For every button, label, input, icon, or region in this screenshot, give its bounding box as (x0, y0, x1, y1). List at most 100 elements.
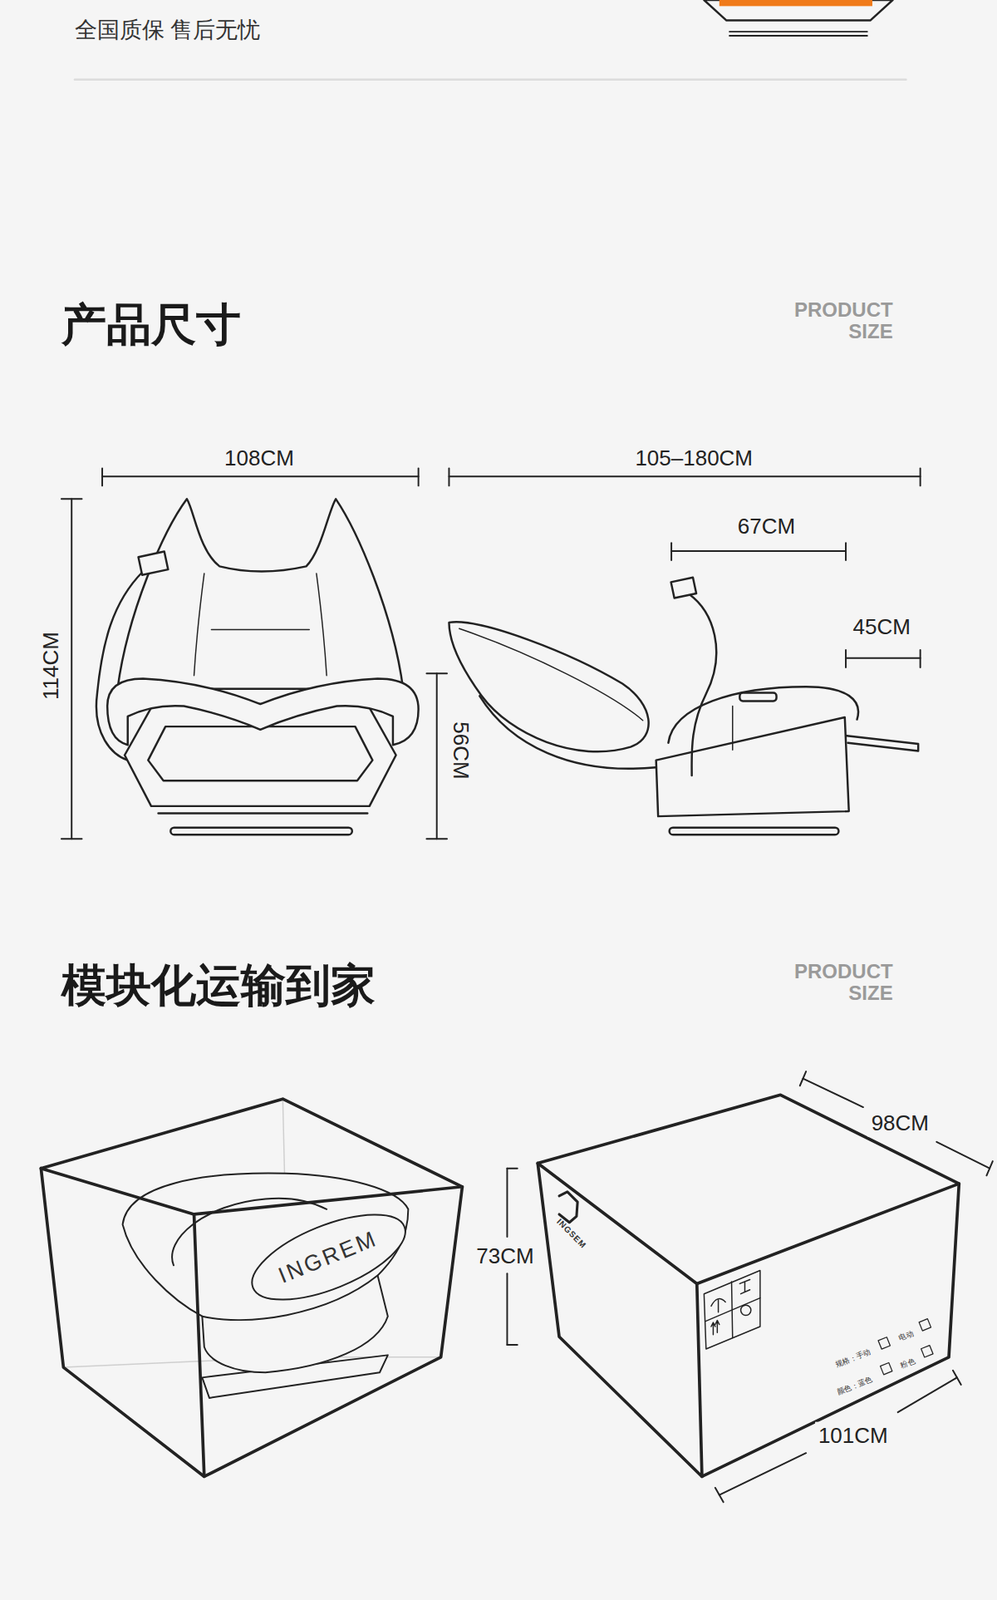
top-badge (729, 34, 868, 37)
box-note: 粉色 (899, 1356, 917, 1371)
dimension-line (102, 475, 419, 477)
handling-icons (711, 1320, 720, 1335)
seat-side-view (448, 577, 919, 835)
dimension-label: 73CM (472, 1241, 537, 1269)
dimension-line (671, 550, 846, 552)
dimension-line (844, 542, 847, 560)
seat-side-view (479, 695, 656, 769)
subtitle: 全国质保 售后无忧 (74, 18, 261, 44)
seat-front-view (211, 628, 310, 630)
dimension-line (61, 837, 83, 840)
seat-side-view (731, 706, 733, 751)
dimension-label: 56CM (449, 721, 474, 779)
dimension-line (715, 1487, 724, 1502)
checkbox (918, 1318, 931, 1331)
top-badge (729, 30, 868, 33)
seat-front-view (107, 677, 418, 745)
dimension-label: 98CM (868, 1109, 933, 1137)
dimension-line (506, 1167, 517, 1169)
box-note: 电动 (897, 1329, 914, 1343)
open-shipping-box (40, 1098, 462, 1476)
section-tag: PRODUCT SIZE (768, 298, 894, 343)
closed-shipping-box (537, 1094, 959, 1476)
handling-icons (741, 1304, 752, 1315)
boxed-seat (240, 1196, 417, 1317)
seat-side-view (671, 577, 698, 599)
seat-front-view (138, 551, 169, 575)
dimension-line (426, 837, 447, 840)
dimension-label: 45CM (853, 614, 911, 639)
dimension-label: 105–180CM (634, 446, 753, 471)
dimension-line (919, 649, 922, 668)
dimension-line (800, 1070, 806, 1086)
seat-front-view (316, 573, 327, 676)
checkbox (880, 1361, 893, 1374)
checkbox (878, 1318, 934, 1375)
section-heading: 模块化运输到家 (61, 961, 376, 1011)
seat-front-view (158, 811, 369, 814)
seat-front-view (96, 498, 419, 835)
open-shipping-box (40, 1098, 462, 1476)
dimension-line (936, 1141, 990, 1169)
dimension-line (436, 672, 438, 839)
seat-front-view (117, 498, 403, 688)
section-heading: 产品尺寸 (61, 299, 241, 349)
box-note: 规格：手动 (834, 1347, 872, 1370)
seat-front-view (194, 573, 205, 676)
top-badge (703, 0, 893, 36)
dimension-label: 114CM (39, 631, 64, 700)
handling-icons (711, 1298, 726, 1312)
top-badge (719, 0, 873, 6)
seat-side-view (739, 692, 776, 702)
handling-icons (703, 1269, 761, 1349)
dimension-line (506, 1343, 517, 1346)
seat-side-view (846, 735, 919, 751)
closed-shipping-box (537, 1094, 959, 1476)
top-badge (703, 0, 893, 21)
box-note: 颜色：蓝色 (836, 1375, 875, 1397)
dimension-line (447, 468, 450, 487)
dimension-line (802, 1078, 863, 1107)
seat-side-view (448, 621, 649, 752)
closed-shipping-box (697, 1282, 703, 1476)
seat-side-view (688, 594, 717, 776)
handling-icons (703, 1269, 761, 1349)
dimension-line (61, 497, 83, 500)
dimension-label: 108CM (224, 446, 295, 471)
dimension-line (61, 468, 993, 1503)
dimension-line (505, 1168, 508, 1237)
seat-front-view (170, 827, 353, 835)
checkbox (921, 1345, 934, 1357)
handling-icons (739, 1279, 750, 1294)
dimension-line (986, 1160, 993, 1175)
seat-front-view (147, 726, 373, 781)
seat-side-view (656, 717, 850, 816)
dimension-line (70, 498, 73, 839)
dimension-line (919, 468, 922, 487)
dimension-line (844, 649, 847, 668)
dimension-line (670, 542, 673, 560)
dimension-label: 101CM (815, 1421, 892, 1449)
dimension-line (505, 1272, 508, 1345)
dimension-line (101, 468, 104, 487)
divider (74, 78, 907, 81)
dimension-line (845, 657, 921, 659)
section-tag: PRODUCT SIZE (768, 959, 894, 1004)
checkbox (878, 1336, 890, 1349)
dimension-line (426, 672, 447, 674)
brand-mark: INGREM (275, 1226, 383, 1289)
brand-mark: INGSEM (554, 1216, 589, 1250)
dimension-line (898, 1376, 958, 1412)
dimension-line (417, 468, 420, 487)
dimension-line (952, 1370, 962, 1385)
seat-side-view (669, 827, 840, 835)
open-shipping-box (194, 1213, 205, 1477)
closed-shipping-box (537, 1163, 959, 1284)
open-shipping-box (40, 1168, 462, 1214)
dimension-line (448, 475, 920, 477)
handling-icons (705, 1297, 761, 1322)
divider (74, 78, 907, 81)
dimension-label: 67CM (737, 513, 796, 538)
